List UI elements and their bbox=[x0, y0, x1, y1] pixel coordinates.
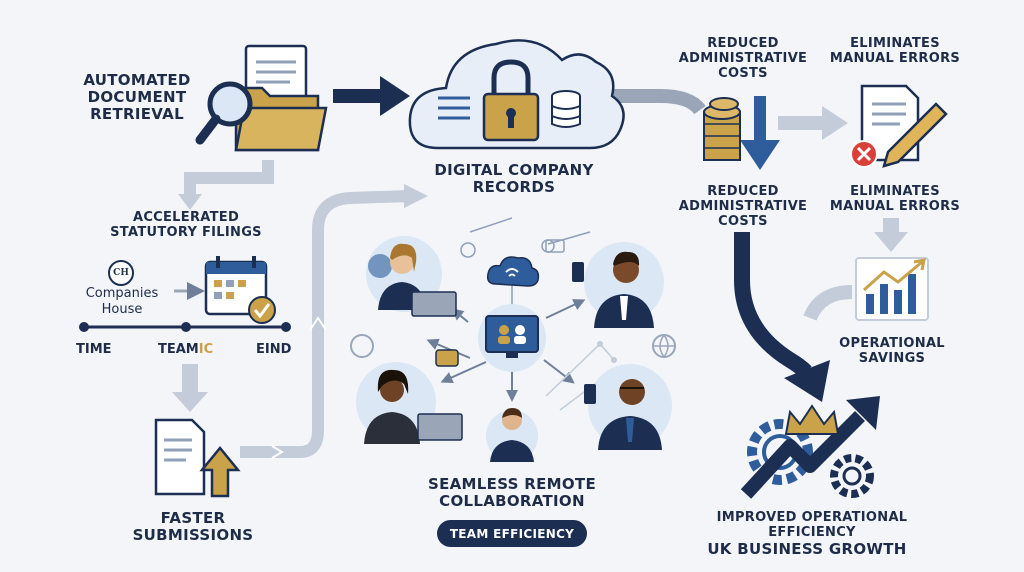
calendar-check-icon bbox=[204, 256, 276, 324]
label-eliminates-top: ELIMINATES MANUAL ERRORS bbox=[829, 36, 961, 66]
label-seamless-collaboration: SEAMLESS REMOTE COLLABORATION bbox=[428, 475, 596, 510]
crown-gear-growth-icon bbox=[740, 396, 880, 499]
timeline-end: EIND bbox=[256, 342, 292, 357]
label-digital-records: DIGITAL COMPANY RECORDS bbox=[434, 161, 594, 196]
label-improved-efficiency: IMPROVED OPERATIONAL EFFICIENCY bbox=[716, 510, 908, 540]
document-upload-icon bbox=[154, 418, 241, 498]
timeline bbox=[79, 322, 291, 332]
label-companies-house: Companies House bbox=[85, 286, 159, 317]
timeline-team: TEAMIC bbox=[158, 342, 213, 357]
team-efficiency-badge: TEAM EFFICIENCY bbox=[437, 520, 587, 547]
arrow-down-blue bbox=[740, 96, 780, 170]
arrow-folder-to-filings bbox=[178, 160, 274, 210]
label-automated-retrieval: AUTOMATED DOCUMENT RETRIEVAL bbox=[83, 71, 191, 123]
timeline-time: TIME bbox=[76, 342, 112, 357]
arrow-cloud-to-coins bbox=[612, 89, 706, 115]
timeline-team-prefix: TEAM bbox=[158, 342, 199, 357]
label-accelerated-filings: ACCELERATED STATUTORY FILINGS bbox=[110, 210, 262, 240]
label-eliminates-mid: ELIMINATES MANUAL ERRORS bbox=[829, 184, 961, 214]
arrow-costs-to-growth bbox=[734, 232, 830, 402]
growth-chart-icon bbox=[855, 257, 929, 321]
arrow-chart-to-savings bbox=[803, 285, 853, 321]
arrow-to-faster bbox=[172, 364, 208, 412]
label-faster-submissions: FASTER SUBMISSIONS bbox=[132, 509, 254, 544]
arrow-folder-to-cloud bbox=[333, 76, 410, 116]
cloud-lock-icon bbox=[408, 39, 625, 150]
arrow-coins-to-doc bbox=[778, 106, 848, 140]
coins-icon bbox=[703, 97, 741, 161]
arrow-to-chart bbox=[874, 218, 908, 252]
companies-house-logo: CH bbox=[108, 260, 134, 286]
timeline-team-suffix: IC bbox=[198, 342, 214, 357]
document-pencil-icon bbox=[850, 84, 948, 168]
ch-logo-text: CH bbox=[113, 268, 129, 278]
label-uk-growth: UK BUSINESS GROWTH bbox=[707, 540, 907, 558]
label-reduced-costs-mid: REDUCED ADMINISTRATIVE COSTS bbox=[678, 184, 808, 229]
folder-search-icon bbox=[195, 44, 328, 152]
arrow-faster-to-records bbox=[240, 184, 428, 459]
person-avatar-icon bbox=[356, 236, 672, 462]
label-operational-savings: OPERATIONAL SAVINGS bbox=[839, 336, 945, 366]
label-reduced-costs-top: REDUCED ADMINISTRATIVE COSTS bbox=[678, 36, 808, 81]
